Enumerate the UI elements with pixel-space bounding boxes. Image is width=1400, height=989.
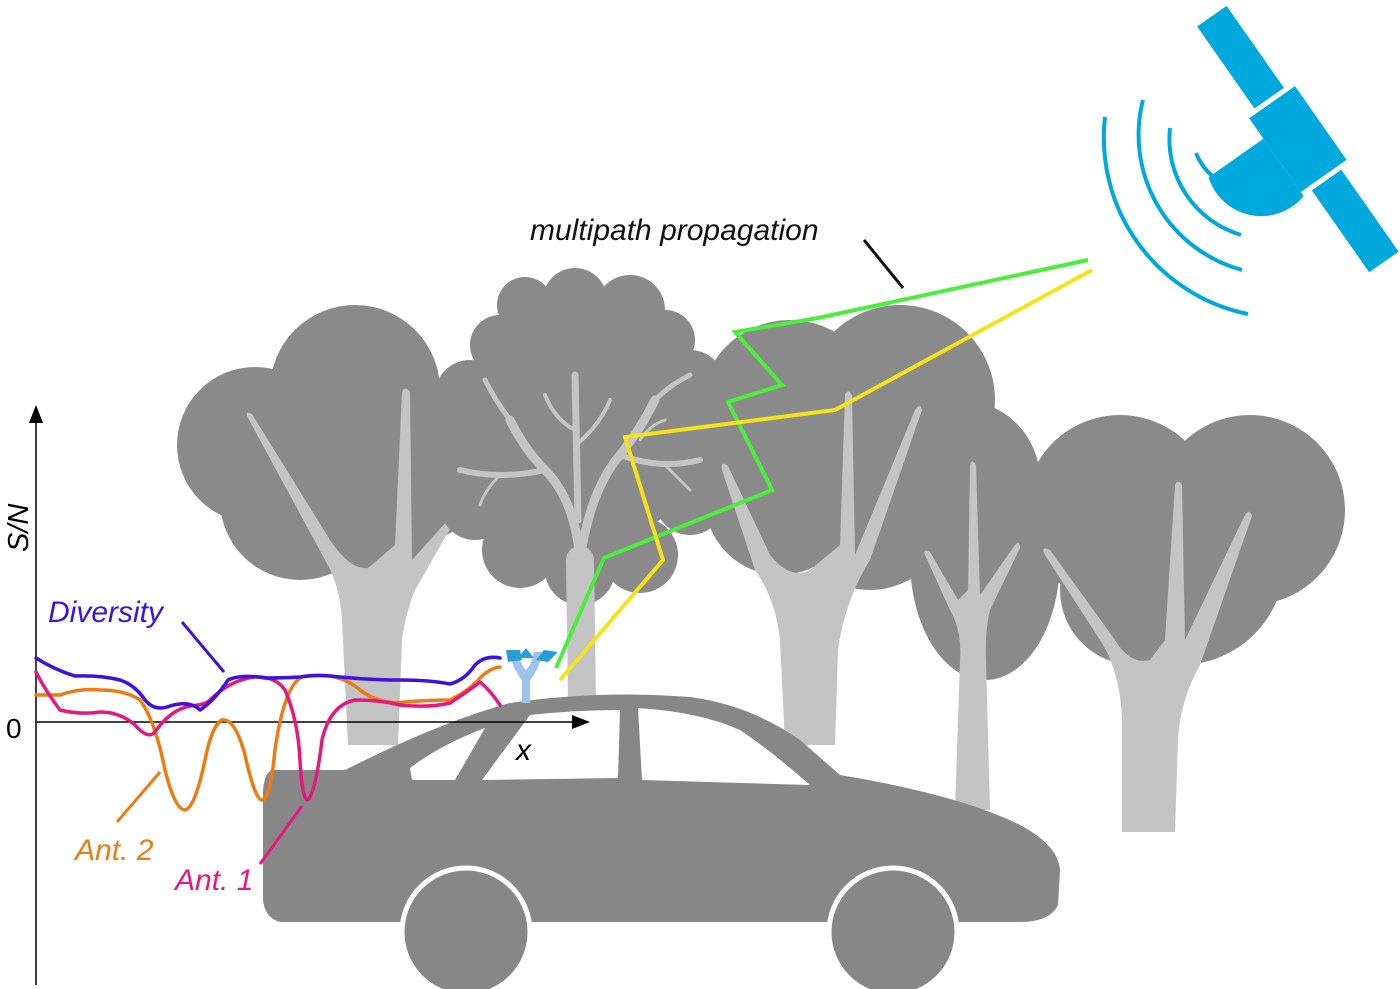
- diversity-leader-line: [180, 621, 226, 673]
- ant2-label: Ant. 2: [73, 834, 154, 867]
- zero-tick-label: 0: [6, 713, 22, 744]
- y-axis-arrow: [29, 405, 43, 423]
- ant2-leader-line: [115, 771, 162, 823]
- ant1-leader-line: [258, 805, 304, 865]
- car-icon: [263, 694, 1060, 989]
- tree-icon: [417, 268, 743, 714]
- ant1-label: Ant. 1: [173, 864, 253, 897]
- ant1-curve: [34, 670, 502, 802]
- tree-icon: [1025, 415, 1345, 832]
- x-axis-arrow: [572, 715, 590, 729]
- multipath-label: multipath propagation: [530, 214, 819, 247]
- diversity-label: Diversity: [48, 596, 165, 629]
- antenna-icon: [506, 648, 558, 703]
- x-axis-label: x: [514, 734, 532, 767]
- sn-axes: [29, 405, 590, 985]
- tree-icon: [177, 305, 490, 745]
- multipath-leader-line: [862, 239, 905, 289]
- satellite-icon: [1101, 5, 1399, 316]
- tree-icon: [700, 305, 1040, 745]
- yellow-path: [558, 268, 1093, 682]
- ant2-curve: [34, 665, 502, 812]
- diversity-curve: [34, 655, 502, 712]
- trees: [177, 268, 1345, 832]
- tree-icon: [910, 440, 1060, 810]
- sn-curves: [34, 655, 502, 812]
- green-path: [554, 258, 1089, 669]
- propagation-paths: [554, 258, 1093, 682]
- y-axis-label: S/N: [3, 504, 35, 552]
